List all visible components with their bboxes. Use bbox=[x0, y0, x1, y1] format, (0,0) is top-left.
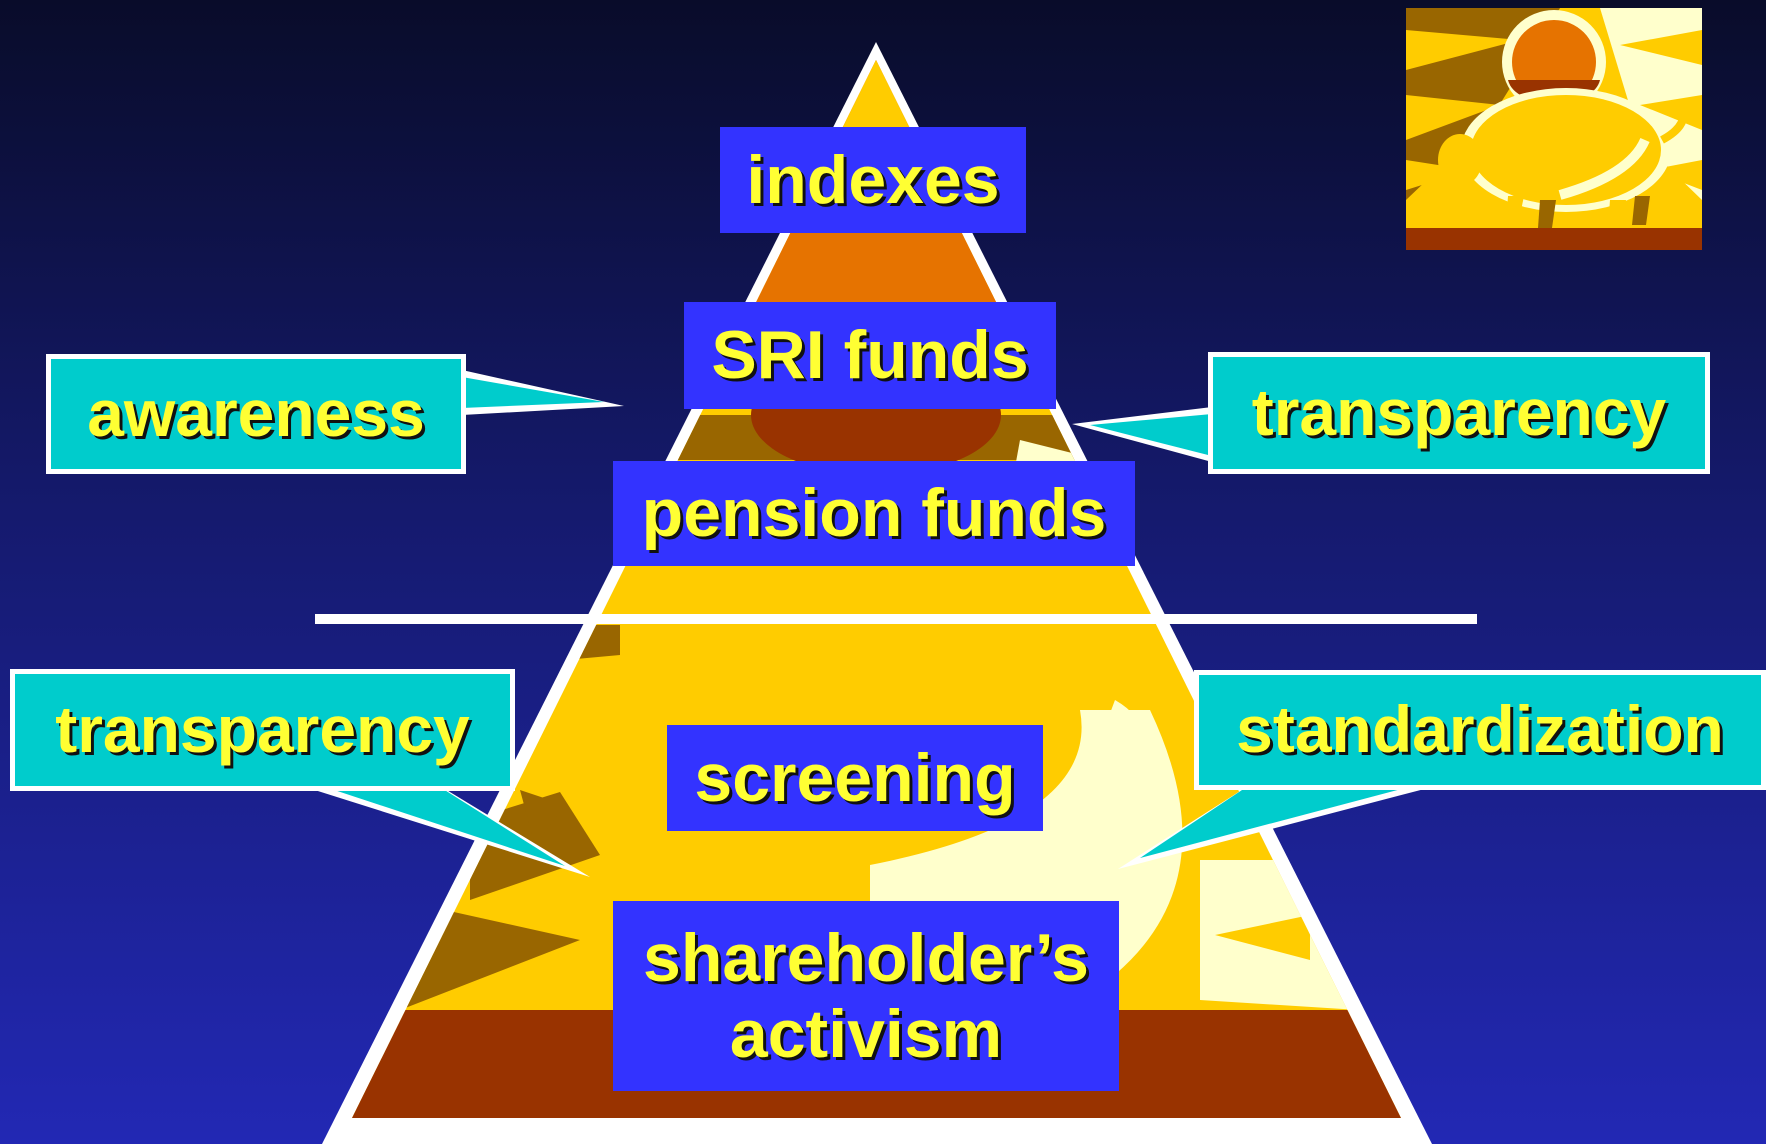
level-activism-label-line1: shareholder’s bbox=[643, 919, 1089, 996]
standardization-pointer bbox=[1118, 786, 1436, 869]
level-indexes-label: indexes bbox=[746, 141, 1000, 218]
level-screening-label: screening bbox=[694, 739, 1016, 816]
callout-transparency-lower: transparency bbox=[10, 669, 515, 791]
callout-awareness-label: awareness bbox=[87, 376, 425, 451]
level-pension-funds-label: pension funds bbox=[641, 475, 1107, 552]
level-shareholders-activism: shareholder’s activism bbox=[613, 901, 1119, 1091]
callout-awareness: awareness bbox=[46, 354, 466, 474]
level-sri-funds-label: SRI funds bbox=[711, 317, 1029, 394]
level-activism-label-line2: activism bbox=[729, 996, 1003, 1072]
piggy-bank-sun-icon bbox=[1406, 8, 1702, 250]
level-screening: screening bbox=[667, 725, 1043, 831]
callout-transparency-upper: transparency bbox=[1208, 352, 1710, 474]
transparency-lower-pointer bbox=[302, 786, 590, 877]
level-indexes: indexes bbox=[720, 127, 1026, 233]
level-pension-funds: pension funds bbox=[613, 461, 1135, 566]
separator-line bbox=[315, 614, 1477, 624]
level-sri-funds: SRI funds bbox=[684, 302, 1056, 409]
callout-standardization: standardization bbox=[1194, 670, 1766, 790]
callout-transparency-lower-label: transparency bbox=[55, 692, 470, 767]
callout-transparency-upper-label: transparency bbox=[1251, 375, 1667, 450]
callout-standardization-label: standardization bbox=[1236, 692, 1724, 767]
